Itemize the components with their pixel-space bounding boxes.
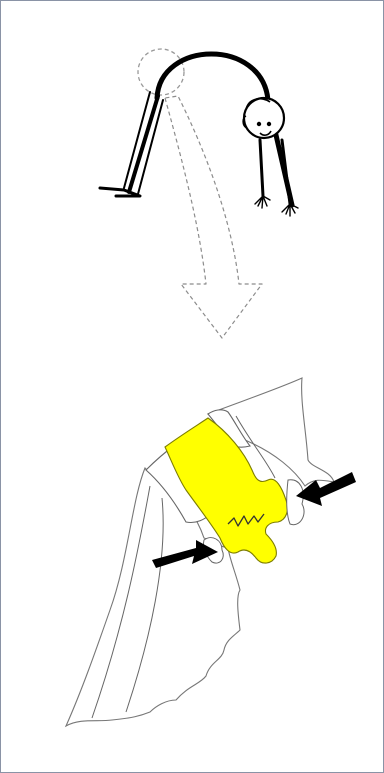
stick-figure-hand-2 — [282, 204, 298, 216]
stick-figure-head — [244, 98, 284, 138]
stick-figure-hand — [255, 196, 270, 208]
stick-figure-eye-2 — [267, 122, 271, 126]
stick-figure-forward-bend — [100, 49, 298, 216]
spine-vertebra-compression — [66, 378, 356, 726]
dashed-down-arrow — [165, 96, 262, 338]
stick-figure-eye — [257, 122, 261, 126]
facet-joint-right — [287, 480, 304, 525]
stick-figure-foot — [100, 188, 140, 196]
stick-figure-arm — [260, 140, 263, 196]
stick-figure-leg-front — [129, 96, 158, 192]
